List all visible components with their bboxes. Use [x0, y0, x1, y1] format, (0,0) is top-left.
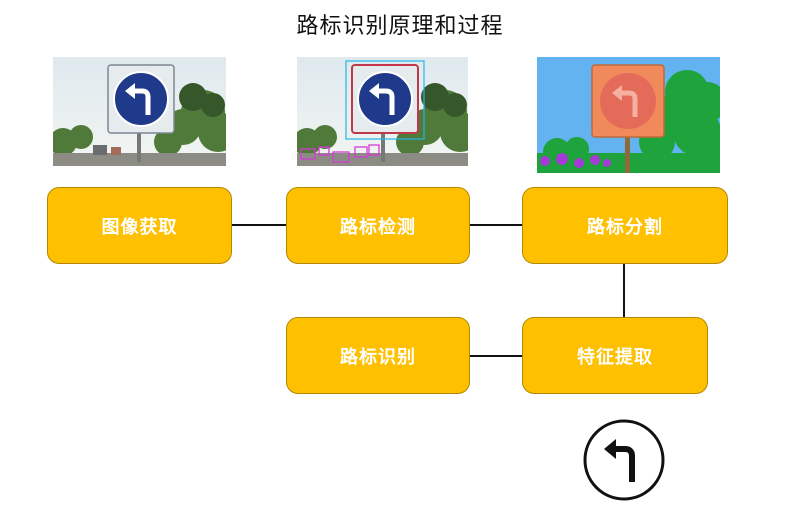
step-sign-detection: 路标检测	[286, 187, 470, 264]
connector-detect-segment	[469, 224, 523, 226]
left-turn-arrow-icon	[582, 418, 666, 502]
step-feature-extraction: 特征提取	[522, 317, 708, 394]
step-sign-recognition: 路标识别	[286, 317, 470, 394]
diagram-title: 路标识别原理和过程	[296, 14, 504, 39]
connector-extract-recognize	[469, 355, 523, 357]
step-image-acquisition: 图像获取	[47, 187, 232, 264]
step-sign-segmentation: 路标分割	[522, 187, 728, 264]
road-sign-photo	[53, 57, 226, 166]
connector-segment-extract	[623, 264, 625, 317]
connector-acquire-detect	[231, 224, 287, 226]
road-sign-segmentation-photo	[537, 57, 720, 173]
road-sign-detection-photo	[297, 57, 468, 166]
